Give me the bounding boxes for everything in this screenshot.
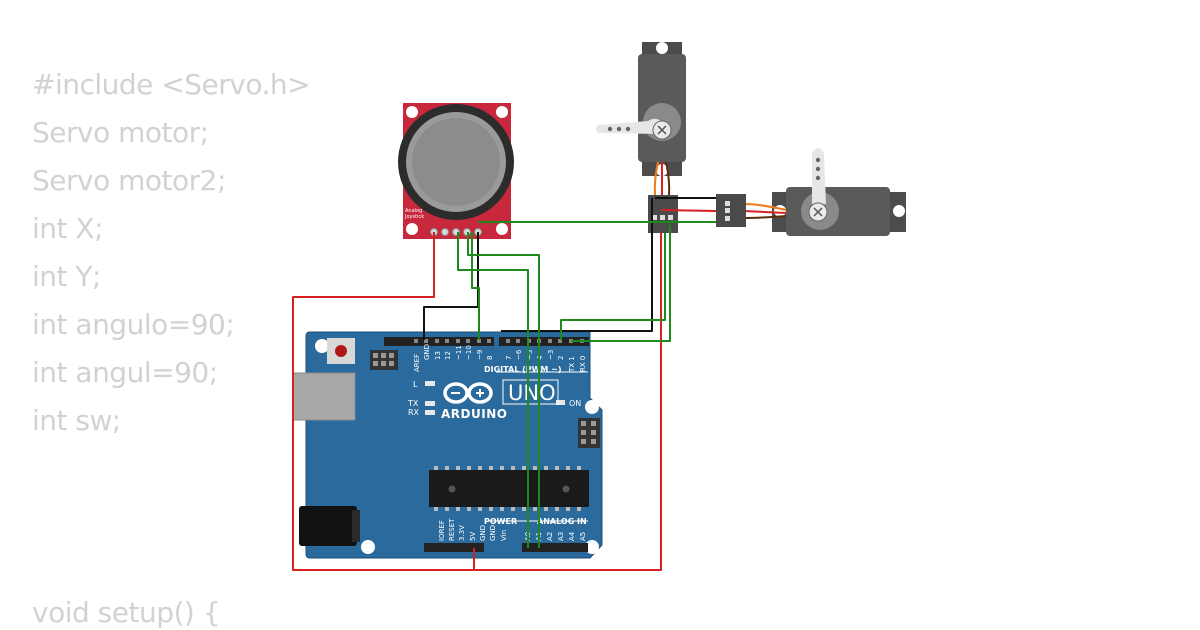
power-pin-label: Vin (500, 530, 508, 541)
servo-leads (653, 161, 787, 219)
led-label-rx: RX (408, 408, 420, 417)
servo-motor-right[interactable] (772, 148, 906, 236)
code-overlay: #include <Servo.h> Servo motor; Servo mo… (32, 68, 372, 630)
mounting-hole (315, 339, 329, 353)
digital-pin-label: AREF (413, 354, 421, 372)
servo-right-connector (716, 194, 746, 227)
code-line: int Y; (32, 260, 101, 293)
power-pin-label: GND (479, 525, 487, 541)
wire-joystick-gnd-to-gnd (423, 232, 479, 340)
mounting-hole (361, 540, 375, 554)
digital-pin-label: 2 (557, 356, 565, 360)
power-pin-label: GND (489, 525, 497, 541)
power-pin-label: 5V (469, 532, 477, 541)
digital-header-label: DIGITAL (PWM ~) (484, 365, 562, 374)
analog-pin-label: A5 (579, 532, 587, 541)
servo-motor-top[interactable] (596, 42, 686, 176)
code-line: int sw; (32, 404, 121, 437)
digital-pin-label: 12 (444, 351, 452, 360)
led-l (425, 381, 435, 386)
digital-pin-label: 13 (434, 351, 442, 360)
analog-pin-header (522, 543, 588, 552)
code-line: void setup() { (32, 596, 221, 629)
code-line: Servo motor; (32, 116, 209, 149)
joystick-label-line2: Joystick (404, 214, 424, 220)
arduino-logo (443, 382, 493, 404)
analog-joystick-module[interactable]: Analog Joystick (398, 103, 514, 239)
code-line: int angul=90; (32, 356, 218, 389)
digital-pin-label: ~9 (476, 350, 484, 360)
code-line: #include <Servo.h> (32, 68, 311, 101)
digital-pin-label: RX 0 (579, 356, 587, 372)
arduino-brand: ARDUINO (441, 407, 507, 421)
power-pin-header (424, 543, 484, 552)
led-tx (425, 401, 435, 406)
led-label-tx: TX (407, 399, 419, 408)
usb-connector (292, 372, 356, 421)
led-on (556, 400, 565, 405)
analog-header-label: ANALOG IN (537, 517, 587, 526)
wire-joystick-vrx-to-pin (471, 232, 480, 340)
arduino-model: UNO (508, 381, 556, 405)
power-pin-label: IOREF (438, 520, 446, 541)
digital-pin-label: ~10 (465, 345, 473, 360)
digital-pin-label: GND (423, 344, 431, 360)
wires (292, 197, 717, 571)
analog-pin-label: A2 (546, 532, 554, 541)
led-label-l: L (413, 380, 418, 389)
led-rx (425, 410, 435, 415)
code-line: Servo motor2; (32, 164, 226, 197)
analog-pin-label: A3 (557, 532, 565, 541)
mounting-hole (585, 400, 599, 414)
power-pin-label: RESET (448, 518, 456, 541)
digital-pin-label: ~11 (455, 345, 463, 360)
icsp-header-right (578, 418, 600, 448)
power-pin-label: 3.3V (458, 525, 466, 541)
atmega-chip (429, 466, 589, 511)
wire-joystick-vcc-to-5v (292, 232, 475, 571)
analog-pin-label: A4 (568, 531, 576, 541)
wire-servo-gnd-to-gnd (501, 198, 653, 332)
code-line: int angulo=90; (32, 308, 235, 341)
icsp-header-top (370, 350, 398, 370)
dc-power-jack (299, 506, 357, 546)
digital-pin-label: ~5 (526, 350, 534, 360)
mounting-hole (585, 540, 599, 554)
digital-pin-header (384, 337, 589, 346)
digital-pin-label: TX 1 (568, 356, 576, 373)
code-line: int X; (32, 212, 104, 245)
wire-servo-right-vcc (660, 209, 717, 212)
digital-pin-label: 8 (486, 356, 494, 360)
led-label-on: ON (569, 399, 581, 408)
power-header-label: POWER (484, 517, 517, 526)
digital-pin-label: 7 (505, 356, 513, 360)
wire-servo-right-signal (571, 225, 671, 342)
digital-pin-label: ~6 (515, 349, 523, 360)
joystick-label-line1: Analog (405, 208, 422, 214)
wire-servo-signal-to-pwm (560, 233, 666, 340)
wire-servo-vcc-to-5v (474, 233, 662, 571)
digital-pin-label: ~3 (547, 350, 555, 360)
wire-joystick-vry-to-a1 (457, 232, 529, 548)
wire-joystick-sw-to-pin (467, 232, 540, 548)
